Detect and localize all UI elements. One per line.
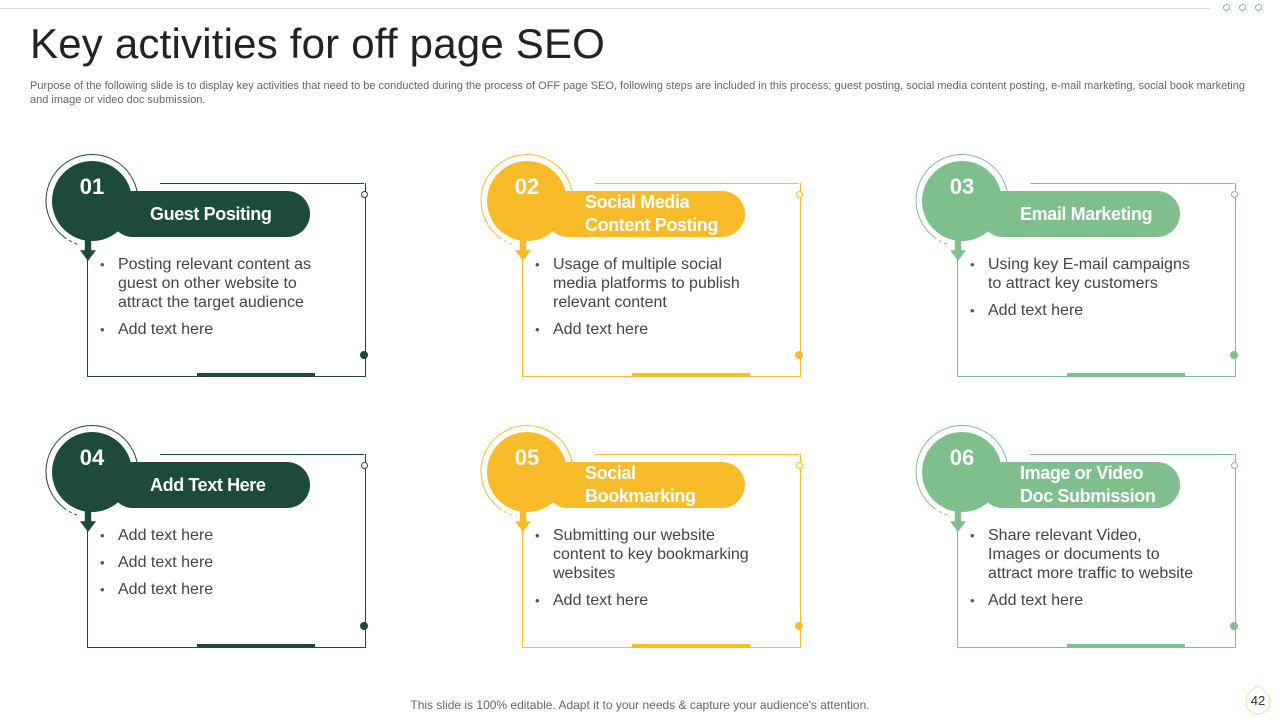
card-number: 06 (949, 445, 975, 470)
leaf-badge-icon (1245, 685, 1271, 715)
number-badge: 03 (922, 161, 1002, 241)
accent-bar (1067, 644, 1185, 647)
card-label: Email Marketing (1020, 203, 1153, 224)
accent-bar (632, 373, 750, 376)
activity-card-03: Email Marketing 03 Using key E-mail camp… (910, 149, 1255, 389)
decorative-dots (1223, 4, 1262, 11)
card-frame (957, 183, 1236, 377)
card-frame (957, 454, 1236, 648)
list-item: Add text here (970, 301, 1195, 320)
dot-icon (361, 462, 368, 469)
bullet-list: Usage of multiple social media platforms… (535, 255, 760, 347)
dot-icon (360, 622, 368, 630)
activity-card-01: Guest Positing 01 Posting relevant conte… (40, 149, 385, 389)
ring-icon (480, 425, 574, 517)
activity-card-04: Add Text Here 04 Add text here Add text … (40, 420, 385, 660)
dot-icon (1230, 622, 1238, 630)
list-item: Add text here (100, 553, 325, 572)
card-header-pill: Add Text Here (110, 462, 310, 508)
list-item: Share relevant Video, Images or document… (970, 526, 1195, 583)
accent-bar (197, 644, 315, 647)
accent-bar (197, 373, 315, 376)
list-item: Add text here (970, 591, 1195, 610)
ring-icon (915, 154, 1009, 246)
card-label: Social Bookmarking (585, 463, 696, 506)
dot-icon (361, 191, 368, 198)
card-header-pill: Guest Positing (110, 191, 310, 237)
bullet-list: Using key E-mail campaigns to attract ke… (970, 255, 1195, 328)
number-badge: 02 (487, 161, 567, 241)
activity-card-05: Social Bookmarking 05 Submitting our web… (475, 420, 820, 660)
accent-bar (1067, 373, 1185, 376)
ring-icon (915, 425, 1009, 517)
dot-icon (360, 351, 368, 359)
card-number: 05 (514, 445, 540, 470)
card-frame (522, 183, 801, 377)
page-subtitle: Purpose of the following slide is to dis… (30, 80, 1245, 106)
dot-icon (795, 351, 803, 359)
card-number: 04 (79, 445, 105, 470)
card-number: 02 (514, 174, 540, 199)
ring-icon (45, 425, 139, 517)
bullet-list: Submitting our website content to key bo… (535, 526, 760, 618)
bullet-list: Add text here Add text here Add text her… (100, 526, 325, 607)
number-badge: 04 (52, 432, 132, 512)
number-badge: 05 (487, 432, 567, 512)
card-header-pill: Email Marketing (980, 191, 1180, 237)
card-header-pill: Social Bookmarking (545, 462, 745, 508)
page-title: Key activities for off page SEO (30, 20, 606, 67)
dot-icon (1231, 462, 1238, 469)
accent-bar (632, 644, 750, 647)
bullet-list: Share relevant Video, Images or document… (970, 526, 1195, 618)
card-label: Guest Positing (150, 203, 272, 224)
list-item: Submitting our website content to key bo… (535, 526, 760, 583)
number-badge: 06 (922, 432, 1002, 512)
list-item: Add text here (100, 526, 325, 545)
card-frame (87, 183, 366, 377)
card-number: 01 (79, 174, 105, 199)
card-number: 03 (949, 174, 975, 199)
card-label: Social Media Content Posting (585, 192, 718, 235)
card-header-pill: Image or Video Doc Submission (980, 462, 1180, 508)
list-item: Add text here (535, 320, 760, 339)
top-divider (0, 8, 1210, 9)
list-item: Using key E-mail campaigns to attract ke… (970, 255, 1195, 293)
list-item: Add text here (100, 320, 325, 339)
page-number: 42 (1240, 684, 1276, 716)
card-frame (522, 454, 801, 648)
dot-icon (1230, 351, 1238, 359)
ring-icon (45, 154, 139, 246)
activity-card-02: Social Media Content Posting 02 Usage of… (475, 149, 820, 389)
dot-icon (795, 622, 803, 630)
bullet-list: Posting relevant content as guest on oth… (100, 255, 325, 347)
list-item: Usage of multiple social media platforms… (535, 255, 760, 312)
card-header-pill: Social Media Content Posting (545, 191, 745, 237)
dot-icon (796, 191, 803, 198)
activity-card-06: Image or Video Doc Submission 06 Share r… (910, 420, 1255, 660)
dot-icon (1231, 191, 1238, 198)
card-label: Add Text Here (150, 474, 266, 495)
list-item: Add text here (100, 580, 325, 599)
card-frame (87, 454, 366, 648)
card-label: Image or Video Doc Submission (1020, 463, 1156, 506)
list-item: Posting relevant content as guest on oth… (100, 255, 325, 312)
ring-icon (480, 154, 574, 246)
dot-icon (796, 462, 803, 469)
page-number-text: 42 (1250, 692, 1266, 708)
number-badge: 01 (52, 161, 132, 241)
list-item: Add text here (535, 591, 760, 610)
footer-note: This slide is 100% editable. Adapt it to… (410, 698, 870, 712)
